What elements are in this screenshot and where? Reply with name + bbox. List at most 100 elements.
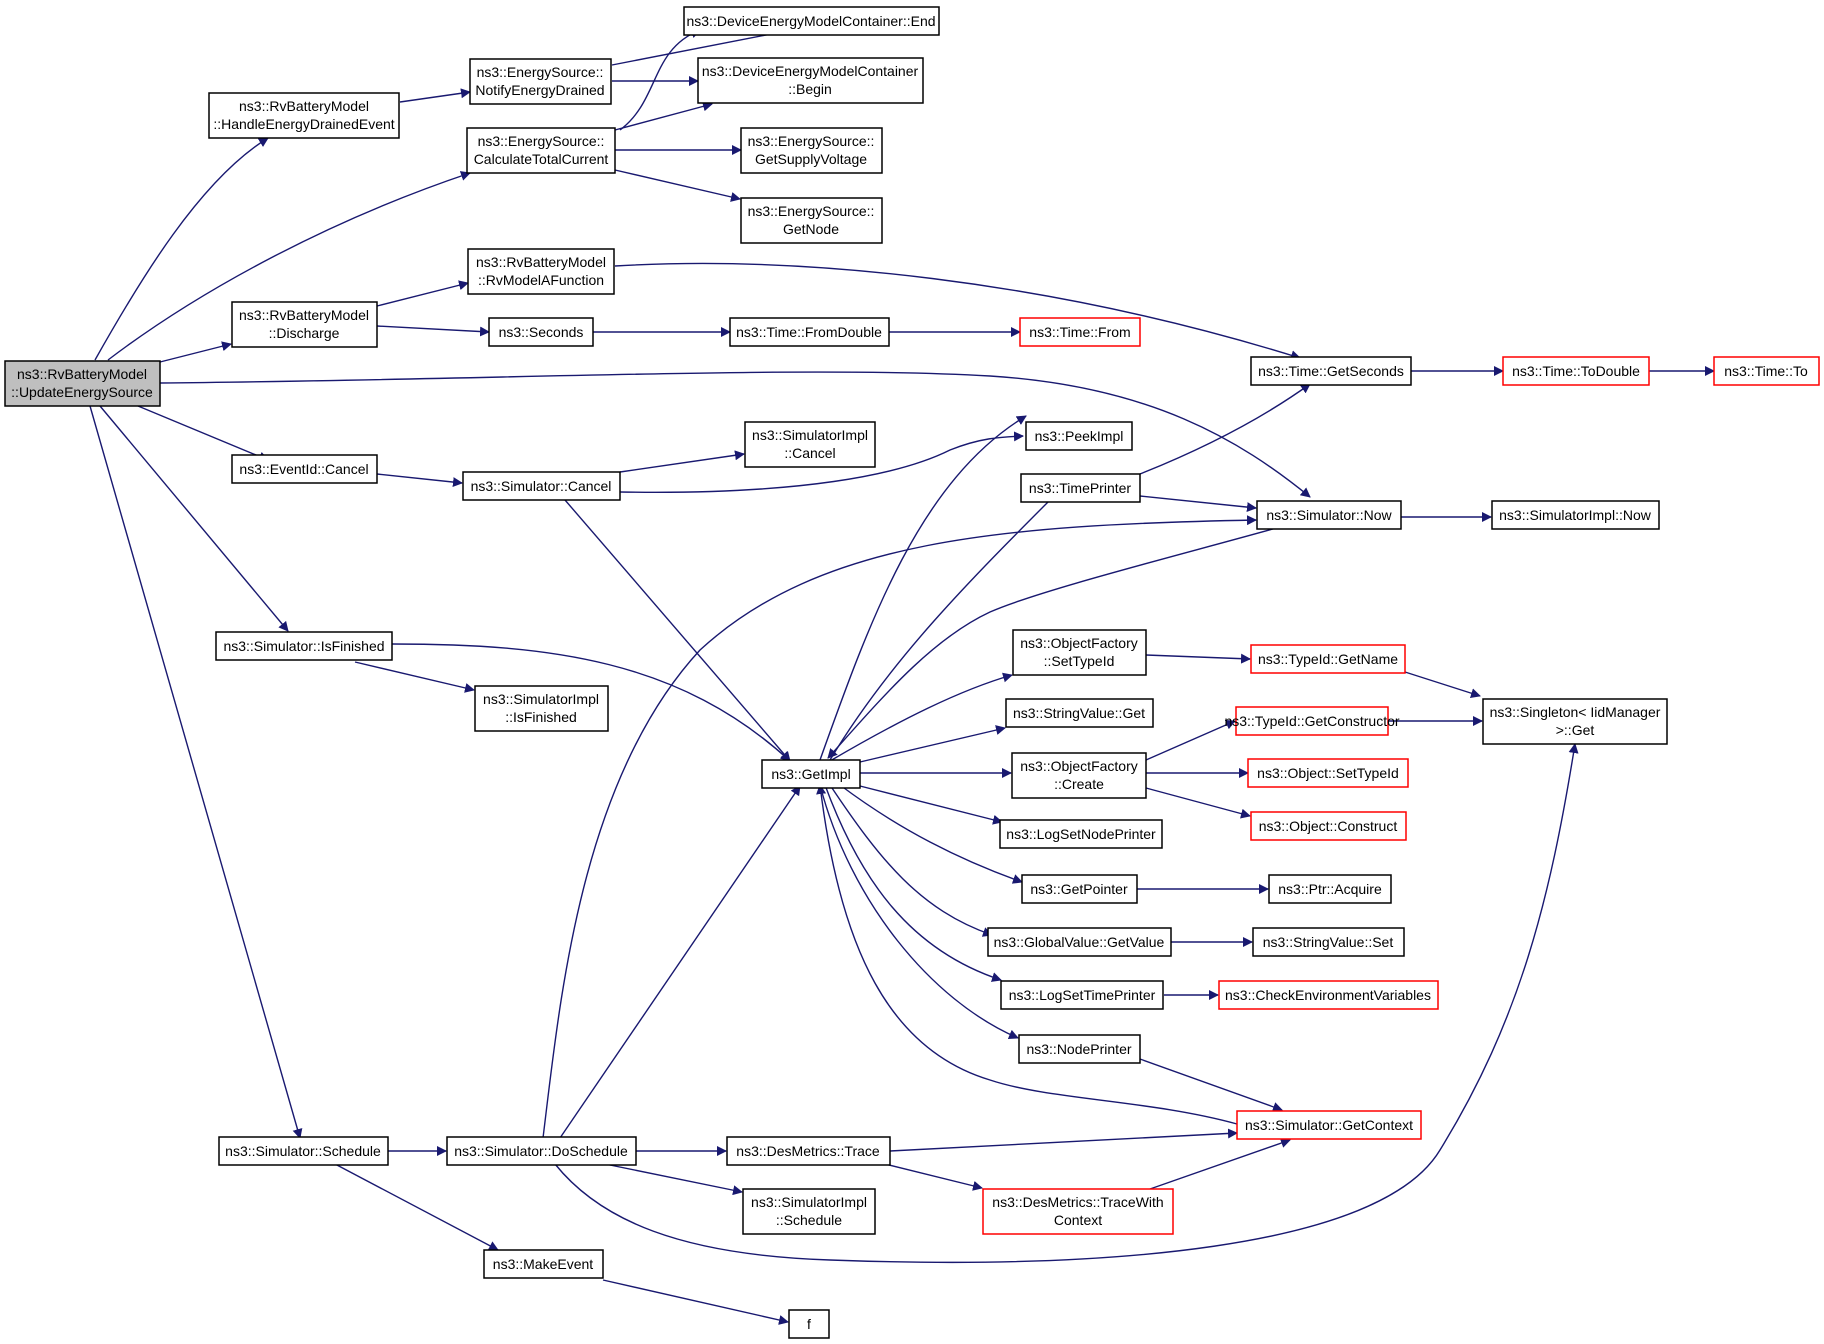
node-time-getseconds[interactable]: ns3::Time::GetSeconds <box>1250 356 1412 386</box>
edge-timeprinter-now <box>1139 495 1257 513</box>
svg-text:ns3::ObjectFactory: ns3::ObjectFactory <box>1020 635 1138 651</box>
svg-text:ns3::StringValue::Get: ns3::StringValue::Get <box>1013 705 1145 721</box>
svg-text:ns3::DesMetrics::Trace: ns3::DesMetrics::Trace <box>736 1143 880 1159</box>
node-stringvalue-set[interactable]: ns3::StringValue::Set <box>1252 927 1405 957</box>
node-getpointer[interactable]: ns3::GetPointer <box>1021 874 1138 904</box>
node-simulator-getcontext[interactable]: ns3::Simulator::GetContext <box>1236 1110 1422 1140</box>
edge-getimpl-logtime <box>824 784 1002 982</box>
node-logsetnodeprinter[interactable]: ns3::LogSetNodePrinter <box>999 819 1163 849</box>
node-getimpl[interactable]: ns3::GetImpl <box>761 759 861 789</box>
edge-isfinished-getimpl <box>391 643 791 762</box>
svg-text:ns3::Ptr::Acquire: ns3::Ptr::Acquire <box>1278 881 1382 897</box>
svg-text:ns3::LogSetTimePrinter: ns3::LogSetTimePrinter <box>1009 987 1156 1003</box>
node-rvbatterymodel-updateenergysource[interactable]: ns3::RvBatteryModel ::UpdateEnergySource <box>4 360 161 407</box>
node-time-from[interactable]: ns3::Time::From <box>1019 317 1141 347</box>
node-globalvalue-getvalue[interactable]: ns3::GlobalValue::GetValue <box>987 927 1172 957</box>
node-simulator-isfinished[interactable]: ns3::Simulator::IsFinished <box>215 631 393 661</box>
svg-text:ns3::Time::FromDouble: ns3::Time::FromDouble <box>736 324 882 340</box>
node-rvbatterymodel-rvmodelafunction[interactable]: ns3::RvBatteryModel ::RvModelAFunction <box>467 248 615 295</box>
node-rvbatterymodel-discharge[interactable]: ns3::RvBatteryModel ::Discharge <box>231 301 378 348</box>
node-energysource-getsupplyvoltage[interactable]: ns3::EnergySource:: GetSupplyVoltage <box>740 127 883 174</box>
node-eventid-cancel[interactable]: ns3::EventId::Cancel <box>231 454 378 484</box>
svg-text:::UpdateEnergySource: ::UpdateEnergySource <box>11 384 153 400</box>
node-typeid-getname[interactable]: ns3::TypeId::GetName <box>1250 644 1406 674</box>
svg-text:ns3::SimulatorImpl: ns3::SimulatorImpl <box>483 691 599 707</box>
edge-handleenergydrained-notify <box>399 88 471 103</box>
node-rvbatterymodel-handleenergydrainedevent[interactable]: ns3::RvBatteryModel ::HandleEnergyDraine… <box>208 92 400 139</box>
node-energysource-notifyenergydrained[interactable]: ns3::EnergySource:: NotifyEnergyDrained <box>469 58 612 105</box>
node-energysource-calculatetotalcurrent[interactable]: ns3::EnergySource:: CalculateTotalCurren… <box>466 127 616 174</box>
edge-eventidcancel-simcancel <box>376 473 463 488</box>
edge-schedule-makeevent <box>334 1163 499 1251</box>
edge-makeevent-f <box>602 1279 789 1325</box>
node-simulatorimpl-isfinished[interactable]: ns3::SimulatorImpl ::IsFinished <box>474 685 609 732</box>
node-peekimpl[interactable]: ns3::PeekImpl <box>1025 421 1133 451</box>
svg-text:>::Get: >::Get <box>1556 722 1595 738</box>
svg-text:::Cancel: ::Cancel <box>784 445 835 461</box>
node-simulator-doschedule[interactable]: ns3::Simulator::DoSchedule <box>446 1136 637 1166</box>
node-timeprinter[interactable]: ns3::TimePrinter <box>1020 473 1141 503</box>
edge-doschedule-getimpl <box>559 785 801 1139</box>
edge-discharge-rvmodel <box>376 280 469 307</box>
node-simulator-schedule[interactable]: ns3::Simulator::Schedule <box>218 1136 389 1166</box>
node-objectfactory-create[interactable]: ns3::ObjectFactory ::Create <box>1011 752 1147 799</box>
edge-updateenergysource-handleenergydrainedevent <box>94 137 269 361</box>
node-simulatorimpl-cancel[interactable]: ns3::SimulatorImpl ::Cancel <box>744 421 876 468</box>
node-desmetrics-tracewithcontext[interactable]: ns3::DesMetrics::TraceWith Context <box>982 1188 1174 1235</box>
node-time-todouble[interactable]: ns3::Time::ToDouble <box>1502 356 1650 386</box>
svg-text:NotifyEnergyDrained: NotifyEnergyDrained <box>475 82 604 98</box>
svg-text:GetNode: GetNode <box>783 221 839 237</box>
svg-text:ns3::EventId::Cancel: ns3::EventId::Cancel <box>239 461 368 477</box>
svg-text:ns3::SimulatorImpl::Now: ns3::SimulatorImpl::Now <box>1499 507 1652 523</box>
node-simulator-cancel[interactable]: ns3::Simulator::Cancel <box>462 471 621 501</box>
node-objectfactory-settypeid[interactable]: ns3::ObjectFactory ::SetTypeId <box>1012 629 1147 676</box>
svg-text:ns3::PeekImpl: ns3::PeekImpl <box>1035 428 1124 444</box>
node-deviceenergymodelcontainer-begin[interactable]: ns3::DeviceEnergyModelContainer ::Begin <box>697 57 924 104</box>
edge-calctotal-end <box>619 28 701 131</box>
svg-text:ns3::DeviceEnergyModelContaine: ns3::DeviceEnergyModelContainer::End <box>686 13 935 29</box>
svg-text:ns3::NodePrinter: ns3::NodePrinter <box>1026 1041 1131 1057</box>
svg-text:ns3::CheckEnvironmentVariables: ns3::CheckEnvironmentVariables <box>1225 987 1431 1003</box>
node-simulatorimpl-schedule[interactable]: ns3::SimulatorImpl ::Schedule <box>742 1188 876 1235</box>
svg-text:ns3::Time::ToDouble: ns3::Time::ToDouble <box>1512 363 1640 379</box>
node-singleton-iidmanager-get[interactable]: ns3::Singleton< IidManager >::Get <box>1482 698 1668 745</box>
node-seconds[interactable]: ns3::Seconds <box>488 317 594 347</box>
node-logsettimeprinter[interactable]: ns3::LogSetTimePrinter <box>1000 980 1164 1010</box>
svg-text:ns3::MakeEvent: ns3::MakeEvent <box>493 1256 593 1272</box>
edge-getimpl-peekimpl <box>819 415 1027 761</box>
svg-text:ns3::SimulatorImpl: ns3::SimulatorImpl <box>752 427 868 443</box>
edge-getimpl-settypeid <box>829 672 1013 762</box>
edge-getimpl-nodeprinter <box>819 784 1019 1040</box>
edge-discharge-seconds <box>376 325 490 337</box>
node-time-to[interactable]: ns3::Time::To <box>1713 356 1820 386</box>
edge-updateenergysource-schedule <box>89 405 303 1139</box>
node-nodeprinter[interactable]: ns3::NodePrinter <box>1018 1034 1141 1064</box>
node-desmetrics-trace[interactable]: ns3::DesMetrics::Trace <box>726 1136 891 1166</box>
node-object-construct[interactable]: ns3::Object::Construct <box>1250 811 1407 841</box>
node-ptr-acquire[interactable]: ns3::Ptr::Acquire <box>1268 874 1392 904</box>
edge-doschedule-implschedule <box>604 1163 743 1196</box>
svg-text:f: f <box>807 1316 811 1332</box>
node-simulatorimpl-now[interactable]: ns3::SimulatorImpl::Now <box>1491 500 1660 530</box>
node-energysource-getnode[interactable]: ns3::EnergySource:: GetNode <box>740 197 883 244</box>
node-time-fromdouble[interactable]: ns3::Time::FromDouble <box>729 317 890 347</box>
svg-text:::RvModelAFunction: ::RvModelAFunction <box>478 272 604 288</box>
svg-text:ns3::Seconds: ns3::Seconds <box>499 324 584 340</box>
svg-text:ns3::GlobalValue::GetValue: ns3::GlobalValue::GetValue <box>994 934 1165 950</box>
edge-doschedule-now <box>542 515 1257 1139</box>
node-checkenvironmentvariables[interactable]: ns3::CheckEnvironmentVariables <box>1218 980 1439 1010</box>
node-simulator-now[interactable]: ns3::Simulator::Now <box>1256 500 1402 530</box>
node-makeevent[interactable]: ns3::MakeEvent <box>483 1249 604 1279</box>
node-f[interactable]: f <box>788 1309 830 1339</box>
node-stringvalue-get[interactable]: ns3::StringValue::Get <box>1005 698 1154 728</box>
svg-text:::Create: ::Create <box>1054 776 1104 792</box>
edge-create-construct <box>1145 787 1251 819</box>
svg-text:ns3::Object::SetTypeId: ns3::Object::SetTypeId <box>1257 765 1399 781</box>
svg-text:ns3::EnergySource::: ns3::EnergySource:: <box>477 64 604 80</box>
edge-trace-tracewithcontext <box>884 1163 983 1191</box>
node-typeid-getconstructor[interactable]: ns3::TypeId::GetConstructor <box>1224 706 1400 736</box>
node-object-settypeid[interactable]: ns3::Object::SetTypeId <box>1247 758 1409 788</box>
svg-text:ns3::StringValue::Set: ns3::StringValue::Set <box>1263 934 1394 950</box>
edge-nodeprinter-getcontext <box>1139 1058 1283 1112</box>
node-deviceenergymodelcontainer-end[interactable]: ns3::DeviceEnergyModelContainer::End <box>683 6 940 36</box>
